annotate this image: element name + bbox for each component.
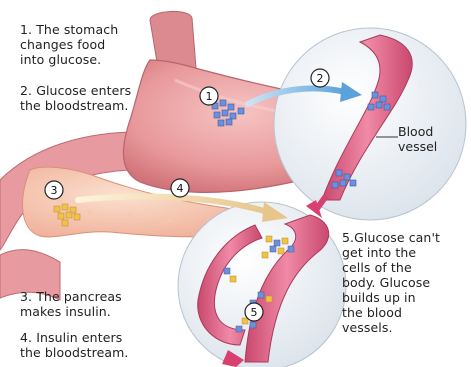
marker-3: 3 — [51, 184, 58, 197]
step-3-text: 3. The pancreas makes insulin. — [20, 289, 122, 319]
step-4-text: 4. Insulin enters the bloodstream. — [20, 330, 129, 360]
marker-1: 1 — [206, 90, 213, 103]
step-2-text: 2. Glucose enters the bloodstream. — [20, 83, 131, 113]
marker-2: 2 — [317, 72, 324, 85]
blood-vessel-label: Blood vessel — [398, 124, 437, 154]
marker-4: 4 — [177, 182, 184, 195]
step-1-text: 1. The stomach changes food into glucose… — [20, 22, 118, 67]
step-5-text: 5.Glucose can't get into the cells of th… — [342, 230, 440, 335]
marker-5: 5 — [251, 306, 258, 319]
